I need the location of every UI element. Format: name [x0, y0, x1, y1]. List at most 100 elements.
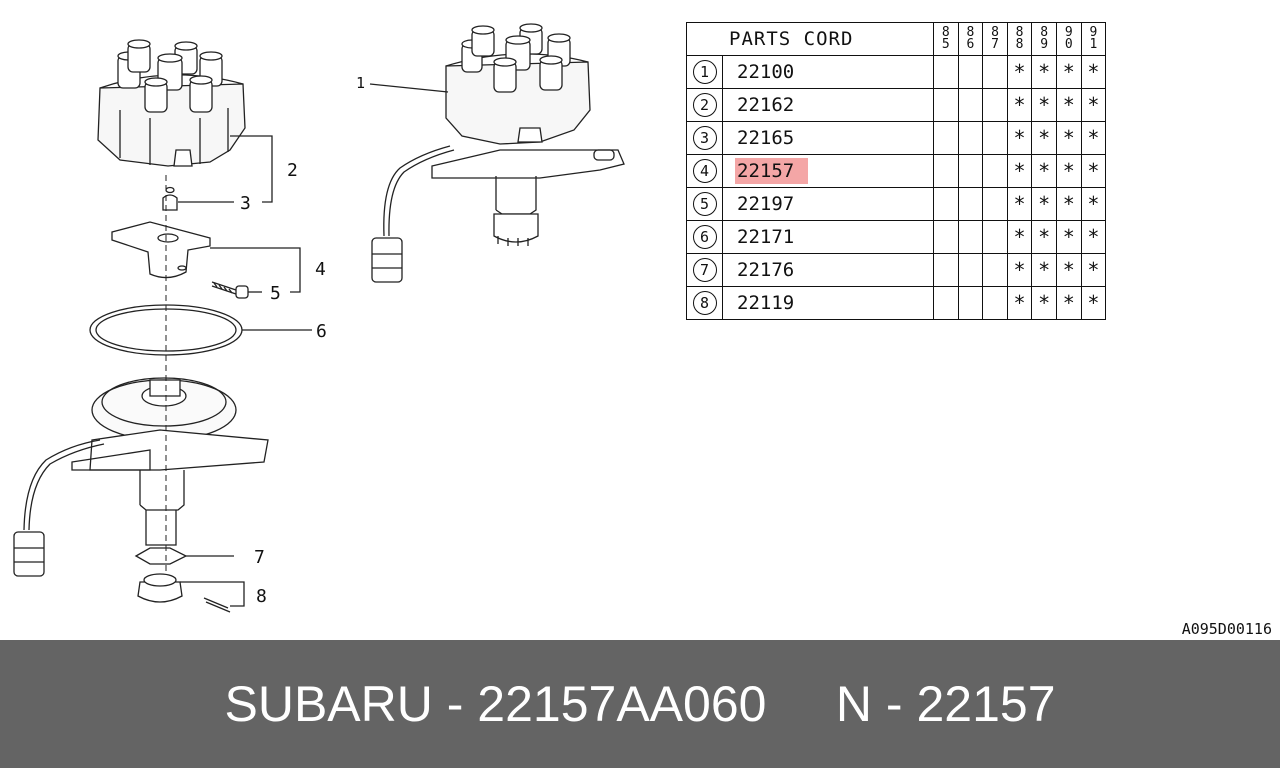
- year-mark-cell: *: [1031, 187, 1057, 221]
- year-mark-cell: *: [1031, 253, 1057, 287]
- year-mark-cell: *: [1031, 55, 1057, 89]
- year-mark-cell: *: [1006, 154, 1033, 188]
- year-mark-cell: [957, 55, 984, 89]
- item-number-circle: 5: [692, 192, 717, 216]
- year-mark-cell: *: [1055, 253, 1082, 287]
- year-mark-cell: [933, 187, 959, 221]
- year-mark-cell: [933, 253, 959, 287]
- year-mark-cell: [957, 121, 984, 155]
- item-number-cell: 4: [686, 154, 723, 188]
- year-mark-cell: [933, 220, 959, 254]
- item-number-cell: 5: [686, 187, 723, 221]
- year-mark-cell: [957, 286, 984, 320]
- year-mark-cell: *: [1080, 154, 1107, 188]
- part-code-cell: 22176: [722, 253, 934, 287]
- year-mark-cell: [982, 187, 1008, 221]
- year-mark-cell: *: [1006, 253, 1033, 287]
- year-mark-cell: [933, 154, 959, 188]
- year-mark-cell: [982, 154, 1008, 188]
- year-mark-cell: *: [1031, 88, 1057, 122]
- gasket-7: [134, 547, 188, 565]
- year-mark-cell: *: [1055, 154, 1082, 188]
- callout-4: 4: [315, 259, 326, 280]
- year-mark-cell: *: [1055, 55, 1082, 89]
- year-mark-cell: [982, 121, 1008, 155]
- part-code-cell: 22119: [722, 286, 934, 320]
- part-code-cell: 22157: [722, 154, 934, 188]
- diagram-reference-code: A095D00116: [1181, 620, 1272, 638]
- year-mark-cell: *: [1006, 88, 1033, 122]
- year-mark-cell: *: [1031, 121, 1057, 155]
- year-mark-cell: [982, 220, 1008, 254]
- gear-8: [137, 573, 231, 613]
- part-code: 22157: [735, 158, 809, 184]
- year-mark-cell: [957, 88, 984, 122]
- screw-5: [211, 281, 249, 299]
- year-mark-cell: *: [1006, 55, 1033, 89]
- year-mark-cell: *: [1055, 121, 1082, 155]
- year-mark-cell: *: [1006, 286, 1033, 320]
- year-mark-cell: *: [1080, 187, 1107, 221]
- year-mark-cell: *: [1031, 286, 1057, 320]
- footer-bar: SUBARU - 22157AA060 N - 22157: [0, 640, 1280, 768]
- table-title: PARTS CORD: [686, 22, 934, 56]
- callout-7: 7: [254, 547, 265, 568]
- year-mark-cell: [982, 253, 1008, 287]
- callout-1: 1: [356, 74, 365, 92]
- item-number-cell: 8: [686, 286, 723, 320]
- distributor-assembly-right: [371, 23, 625, 283]
- year-mark-cell: *: [1080, 88, 1107, 122]
- year-mark-cell: [957, 253, 984, 287]
- item-number-cell: 2: [686, 88, 723, 122]
- year-mark-cell: *: [1031, 154, 1057, 188]
- harness-connector-left: [13, 439, 105, 577]
- year-mark-cell: *: [1055, 88, 1082, 122]
- part-code-cell: 22100: [722, 55, 934, 89]
- part-code-cell: 22171: [722, 220, 934, 254]
- part-code-cell: 22162: [722, 88, 934, 122]
- year-mark-cell: *: [1080, 121, 1107, 155]
- year-mark-cell: *: [1080, 55, 1107, 89]
- year-mark-cell: *: [1055, 187, 1082, 221]
- leader-lines-left: [178, 135, 312, 607]
- item-number-circle: 6: [692, 225, 717, 249]
- item-number-cell: 6: [686, 220, 723, 254]
- part-code: 22119: [737, 292, 795, 314]
- part-code: 22171: [737, 226, 795, 248]
- year-mark-cell: [982, 286, 1008, 320]
- year-mark-cell: *: [1006, 187, 1033, 221]
- year-mark-cell: *: [1006, 121, 1033, 155]
- callout-6: 6: [316, 321, 327, 342]
- item-number-cell: 1: [686, 55, 723, 89]
- year-mark-cell: [982, 88, 1008, 122]
- part-code-cell: 22165: [722, 121, 934, 155]
- item-number-cell: 3: [686, 121, 723, 155]
- year-mark-cell: [982, 55, 1008, 89]
- year-mark-cell: *: [1006, 220, 1033, 254]
- part-code: 22176: [737, 259, 795, 281]
- callout-2: 2: [287, 160, 298, 181]
- callout-5: 5: [270, 283, 281, 304]
- year-mark-cell: [957, 154, 984, 188]
- distributor-exploded-diagram: 1 2 3 4 5 6 7 8: [13, 23, 625, 613]
- callout-3: 3: [240, 193, 251, 214]
- year-mark-cell: *: [1080, 253, 1107, 287]
- year-mark-cell: *: [1080, 220, 1107, 254]
- distributor-cap-left: [97, 39, 246, 167]
- year-mark-cell: [957, 220, 984, 254]
- item-number-circle: 2: [692, 93, 717, 117]
